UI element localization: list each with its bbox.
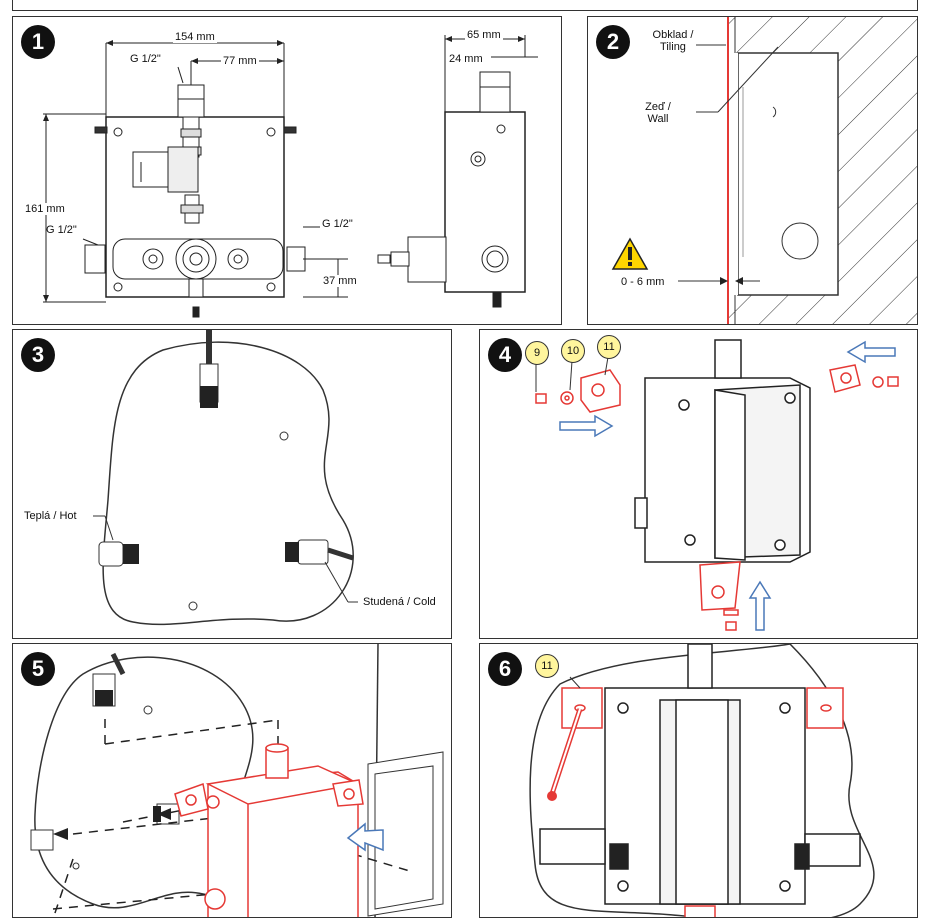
step-badge-4: 4 — [488, 338, 522, 372]
wall-label: Zeď / Wall — [645, 101, 671, 125]
thread-right-label: G 1/2" — [322, 218, 353, 230]
thread-top-label: G 1/2" — [130, 53, 161, 65]
step-badge-2: 2 — [596, 25, 630, 59]
wall-insertion-drawing — [30, 644, 444, 917]
dim-24-label: 24 mm — [447, 53, 485, 65]
step-badge-3: 3 — [21, 338, 55, 372]
dim-154-label: 154 mm — [173, 31, 217, 43]
panel-4-bracket-assembly: 4 9 10 11 — [479, 329, 918, 639]
cold-inlet-label: Studená / Cold — [363, 596, 436, 608]
top-frame — [12, 0, 918, 11]
wall-cutout-drawing — [93, 330, 358, 626]
dimension-drawing — [43, 35, 538, 318]
panel-2-wall-mount: 2 Obklad / Tiling Zeď / Wall 0 - 6 mm — [587, 16, 918, 325]
dim-161-label: 161 mm — [23, 203, 67, 215]
callout-11: 11 — [597, 335, 621, 359]
thread-left-label: G 1/2" — [46, 224, 77, 236]
callout-9: 9 — [525, 341, 549, 365]
wall-section-drawing — [611, 17, 917, 324]
tiling-label: Obklad / Tiling — [652, 29, 694, 53]
panel-1-dimensions: 1 — [12, 16, 562, 325]
panel-5-mounting: 5 — [12, 643, 452, 918]
panel-3-water-inlets: 3 Teplá / Hot Studená / Cold — [12, 329, 452, 639]
exploded-bracket-drawing — [535, 339, 899, 631]
step-badge-5: 5 — [21, 652, 55, 686]
step-badge-1: 1 — [21, 25, 55, 59]
dim-37-label: 37 mm — [321, 275, 359, 287]
callout-11-p6: 11 — [535, 654, 559, 678]
dim-77-label: 77 mm — [221, 55, 259, 67]
fixing-drawing — [529, 644, 875, 917]
hot-inlet-label: Teplá / Hot — [24, 510, 77, 522]
step-badge-6: 6 — [488, 652, 522, 686]
panel-6-fixing: 6 11 — [479, 643, 918, 918]
dim-65-label: 65 mm — [465, 29, 503, 41]
gap-label: 0 - 6 mm — [621, 276, 665, 288]
callout-10: 10 — [561, 339, 585, 363]
